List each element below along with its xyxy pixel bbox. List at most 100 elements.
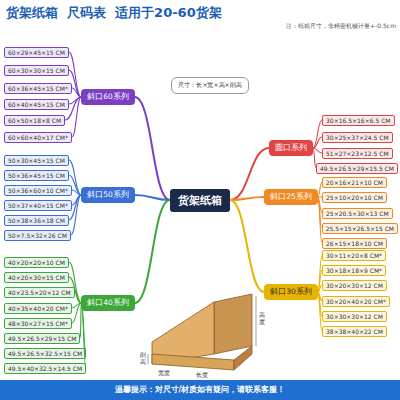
tip-bar: [0, 380, 400, 400]
branch-line: [72, 303, 81, 323]
branch-line: [72, 88, 81, 97]
branch-line: [313, 137, 322, 148]
series-box: 斜口60系列60×29×45×15 CM60×30×30×15 CM60×36×…: [81, 89, 135, 105]
size-box: 38×38×40×22 CM: [322, 326, 387, 337]
series-box: 斜口40系列40×20×20×10 CM40×20×30×15 CM40×23.…: [81, 295, 135, 311]
size-box: 49.5×26.5×32.5×15 CM: [4, 348, 86, 359]
size-box: 30×18×18×9 CM*: [322, 265, 386, 276]
branch-line: [230, 200, 264, 292]
size-box: 40×20×30×15 CM: [4, 272, 69, 283]
size-box: 60×29×45×15 CM: [4, 47, 69, 58]
size-box: 60×30×30×15 CM: [4, 65, 69, 76]
dimension-label: 宽度: [158, 369, 170, 378]
size-text: 49.5×26.5×29×15 CM: [8, 335, 76, 342]
node-text: 温馨提示：对尺寸/材质如有疑问，请联系客服！: [0, 380, 400, 400]
size-text: 30×11×20×8 CM*: [326, 252, 382, 259]
size-text: 30×16.5×16×6.5 CM: [326, 117, 391, 124]
size-text: 50×38×36×18 CM: [8, 217, 65, 224]
series-box: 斜口30系列30×11×20×8 CM*30×18×18×9 CM*30×20×…: [264, 284, 318, 300]
series-box: 斜口50系列50×30×45×15 CM50×36×45×15 CM50×36×…: [81, 187, 135, 203]
node-text: 斜口40系列: [87, 298, 129, 308]
dimension-label: 长度: [196, 371, 208, 380]
node-text: 圆口系列: [275, 143, 307, 153]
branch-line: [135, 195, 170, 200]
size-box: 49.5×26.5×29×15.5 CM: [316, 163, 398, 174]
node-text: 尺寸：长×宽×高×削高: [178, 81, 241, 90]
size-text: 25×10×20×10 CM: [326, 194, 383, 201]
node-text: 斜口50系列: [87, 190, 129, 200]
size-text: 49.5×26.5×32.5×15 CM: [8, 350, 82, 357]
size-text: 51×27×23×12.5 CM: [326, 150, 389, 157]
size-text: 49.5×26.5×29×15.5 CM: [320, 165, 394, 172]
size-text: 60×29×45×15 CM: [8, 49, 65, 56]
size-box: 30×11×20×8 CM*: [322, 250, 386, 261]
size-box: 20×16×21×10 CM: [322, 177, 387, 188]
dimension-label: 削高: [140, 352, 146, 365]
size-box: 25×10×20×10 CM: [322, 192, 387, 203]
size-text: 40×23.5×20×12 CM: [8, 289, 71, 296]
size-text: 40×35×40×20 CM*: [8, 305, 68, 312]
diagram-title: 货架纸箱 尺码表 适用于20-60货架: [6, 4, 222, 22]
size-box: 49.5×26.5×29×15 CM: [4, 333, 80, 344]
size-box: 50×36×45×15 CM: [4, 170, 69, 181]
node-text: 斜口60系列: [87, 92, 129, 102]
size-box: 26×15×18×10 CM: [322, 238, 387, 249]
size-text: 30×25×37×24.5 CM: [326, 134, 389, 141]
tip-band: 温馨提示：对尺寸/材质如有疑问，请联系客服！: [0, 380, 400, 400]
branch-line: [230, 197, 264, 200]
node-text: 斜口30系列: [270, 287, 312, 297]
size-text: 60×30×30×15 CM: [8, 67, 65, 74]
size-box: 30×25×37×24.5 CM: [322, 132, 393, 143]
size-box: 40×20×20×10 CM: [4, 257, 69, 268]
size-text: 60×36×45×15 CM*: [8, 85, 68, 92]
size-text: 20×16×21×10 CM: [326, 179, 383, 186]
size-box: 40×23.5×20×12 CM: [4, 287, 75, 298]
size-text: 30×20×40×20 CM*: [326, 298, 386, 305]
size-box: 60×36×45×15 CM*: [4, 83, 72, 94]
size-box: 49.5×40×32.5×14.5 CM: [4, 363, 86, 374]
size-box: 30×16.5×16×6.5 CM: [322, 115, 395, 126]
size-text: 50×36×60×10 CM*: [8, 187, 68, 194]
size-box: 60×60×40×17 CM*: [4, 132, 72, 143]
size-text: 30×30×30×12 CM: [326, 313, 383, 320]
size-box: 50×38×36×18 CM: [4, 215, 69, 226]
size-text: 50×37×40×15 CM*: [8, 202, 68, 209]
size-text: 60×40×45×15 CM: [8, 101, 65, 108]
size-text: 30×20×30×12 CM: [326, 282, 383, 289]
size-box: 50×7.5×32×26 CM: [4, 230, 71, 241]
branch-line: [72, 97, 81, 137]
size-text: 38×38×40×22 CM: [326, 328, 383, 335]
size-text: 26×15×18×10 CM: [326, 240, 383, 247]
size-text: 40×20×30×15 CM: [8, 274, 65, 281]
size-box: 30×30×30×12 CM: [322, 311, 387, 322]
size-box: 30×20×40×20 CM*: [322, 296, 390, 307]
branch-line: [135, 200, 170, 303]
size-box: 60×40×45×15 CM: [4, 99, 69, 110]
size-box: 40×35×40×20 CM*: [4, 303, 72, 314]
size-text: 50×7.5×32×26 CM: [8, 232, 67, 239]
height-mark: [256, 296, 257, 346]
size-box: 60×50×18×8 CM: [4, 115, 65, 126]
size-box: 48×30×27×15 CM*: [4, 318, 72, 329]
size-text: 48×30×27×15 CM*: [8, 320, 68, 327]
branch-line: [75, 292, 82, 303]
back-wall: [214, 294, 252, 354]
size-text: 30×18×18×9 CM*: [326, 267, 382, 274]
node-text: 斜口25系列: [270, 192, 312, 202]
root-box: 货架纸箱: [170, 189, 230, 212]
size-text: 60×60×40×17 CM*: [8, 134, 68, 141]
callout-bubble: 尺寸：长×宽×高×削高: [171, 77, 248, 94]
node-text: 货架纸箱: [178, 193, 222, 208]
size-text: 60×50×18×8 CM: [8, 117, 61, 124]
right-edge: [234, 346, 252, 370]
size-box: 50×36×60×10 CM*: [4, 185, 72, 196]
branch-line: [313, 120, 322, 148]
size-box: 51×27×23×12.5 CM: [322, 148, 393, 159]
size-text: 49.5×40×32.5×14.5 CM: [8, 365, 82, 372]
size-text: 25×20.5×30×13 CM: [326, 210, 389, 217]
branch-line: [71, 195, 81, 235]
front-lip: [152, 354, 234, 370]
size-box: 50×30×45×15 CM: [4, 155, 69, 166]
note-text: 注：纸箱尺寸，非精密机械计量+-0.5cm: [286, 22, 396, 31]
